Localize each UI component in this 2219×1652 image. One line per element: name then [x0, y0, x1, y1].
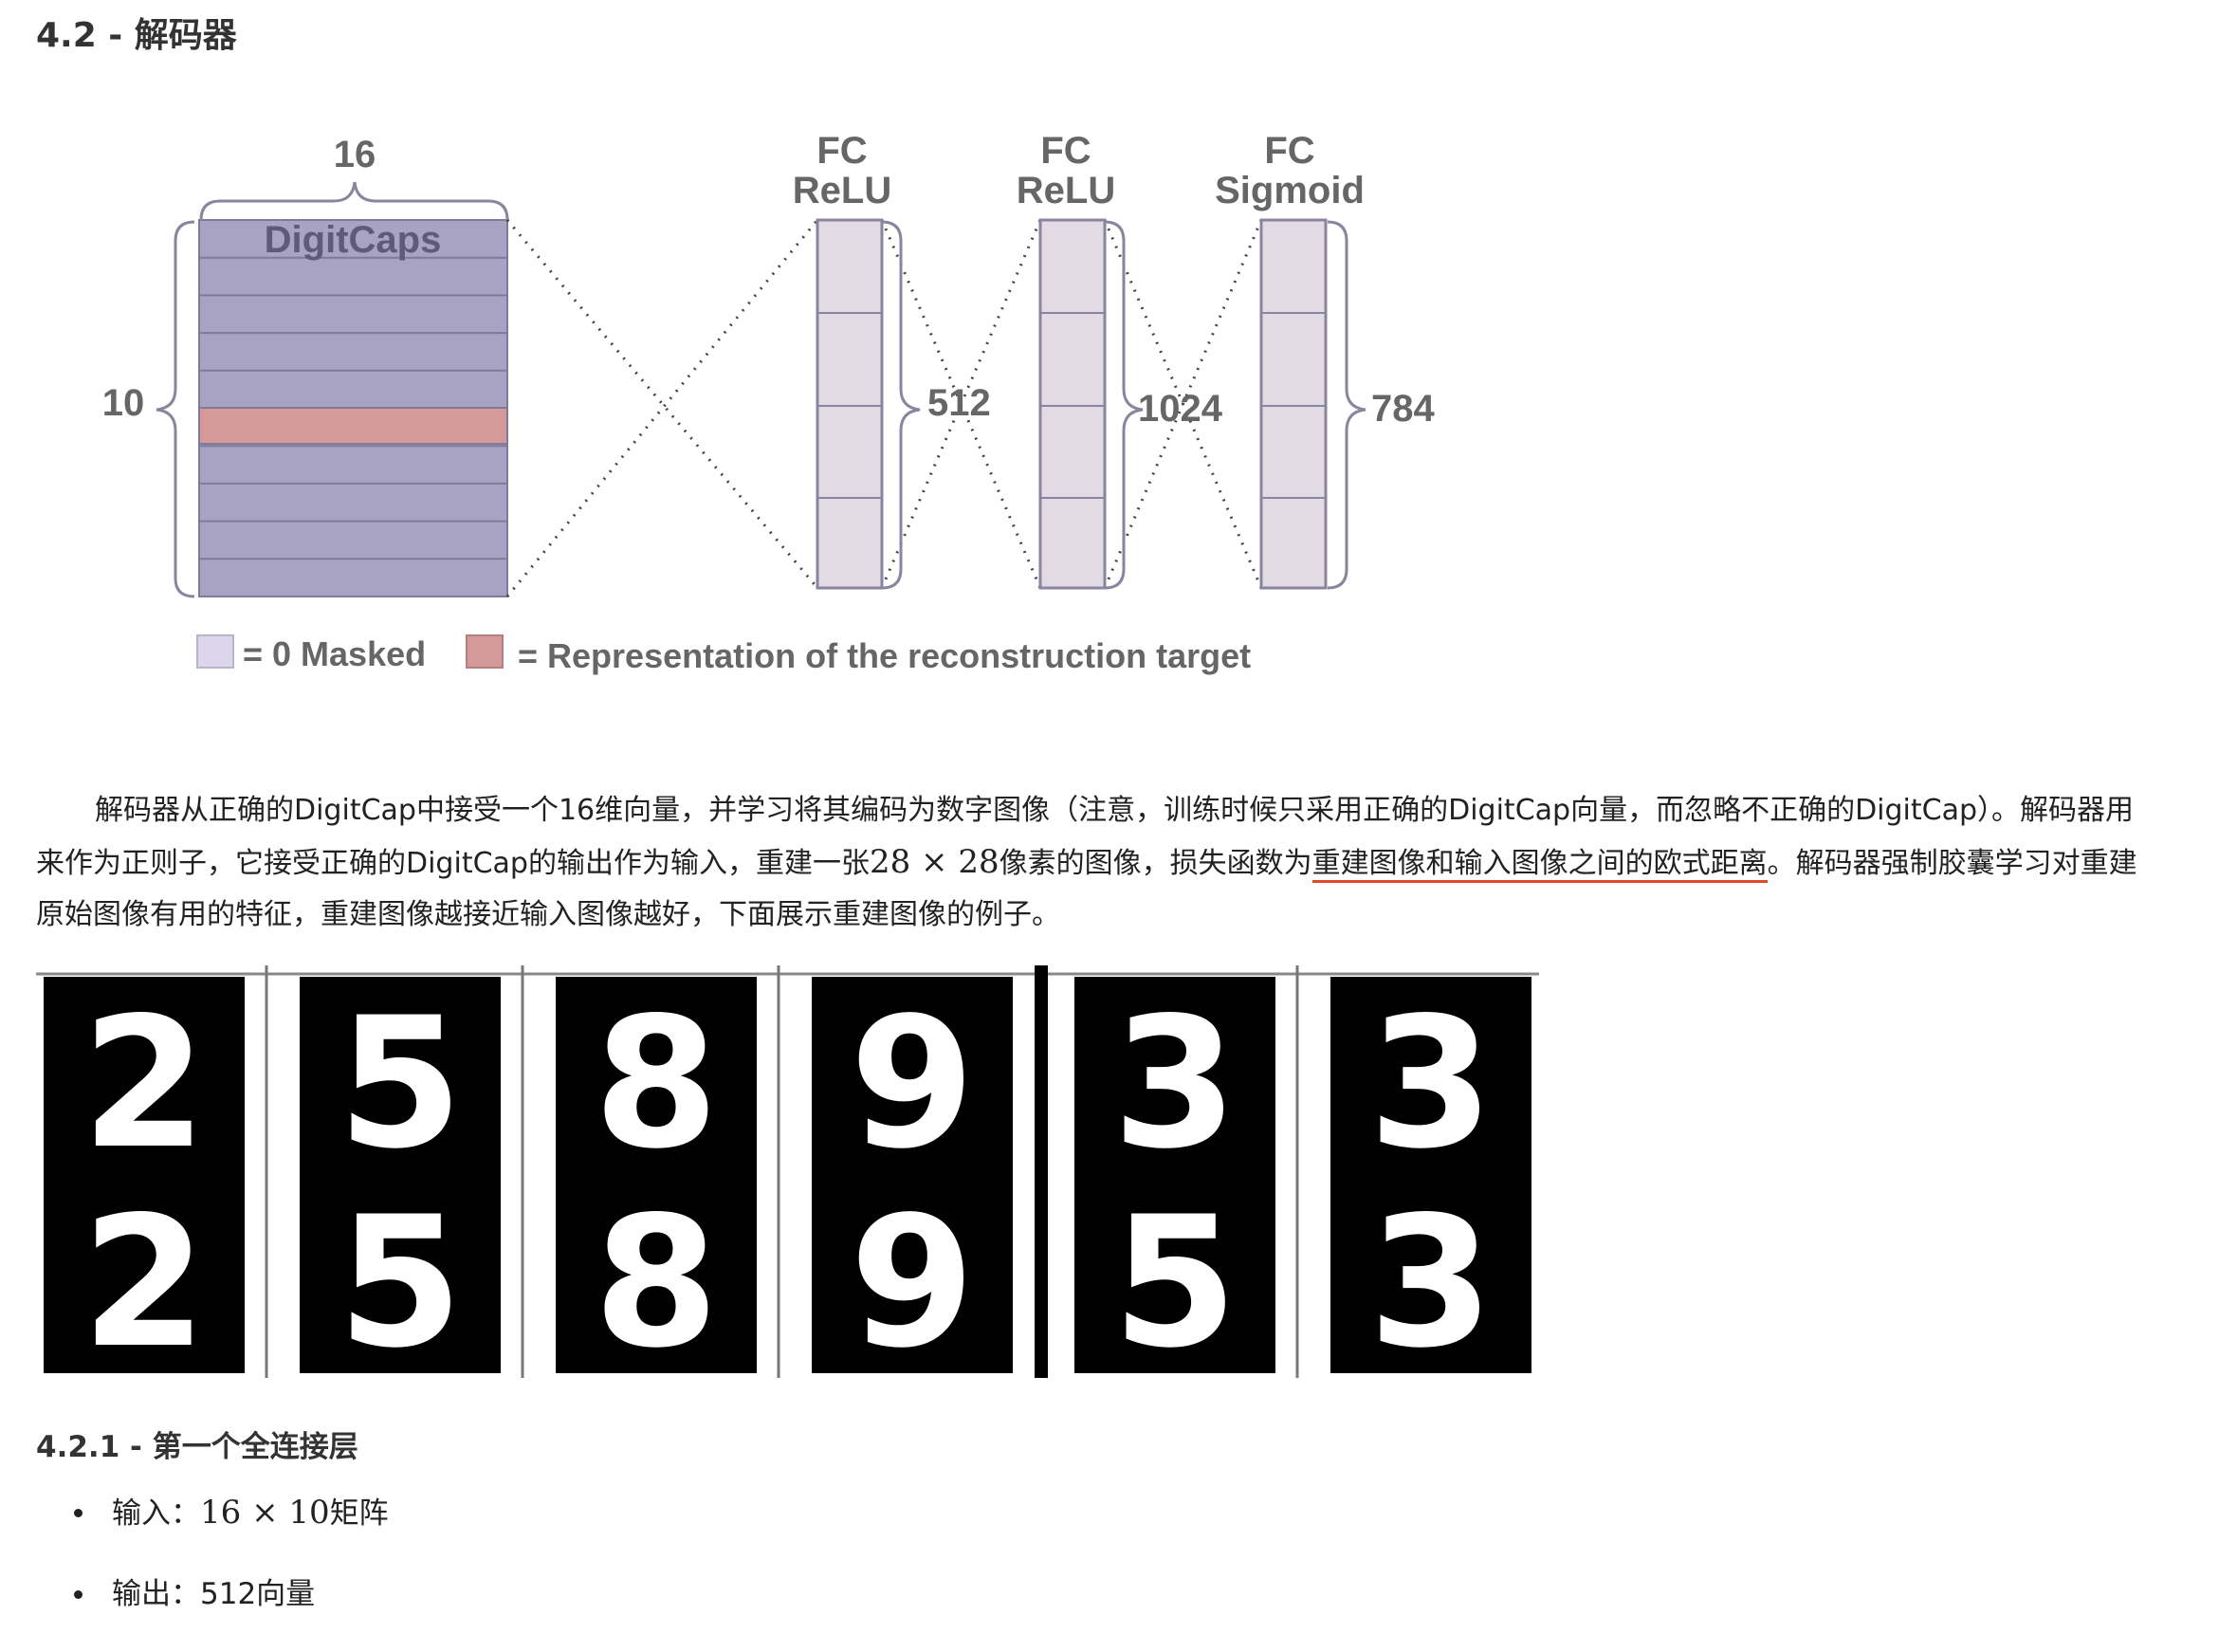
- digit-panel: 55: [300, 977, 501, 1383]
- description-paragraph: 解码器从正确的DigitCap中接受一个16维向量，并学习将其编码为数字图像（注…: [36, 785, 2160, 941]
- digit-reconstructed: 9: [850, 979, 975, 1188]
- bullet-list: 输入：16 × 10矩阵 输出：512向量: [36, 1489, 389, 1652]
- bullet-input-label: 输入：: [112, 1496, 200, 1531]
- layer3-name: FC: [1264, 130, 1314, 172]
- fc-layer-1: [816, 218, 884, 590]
- bullet-dot: [74, 1509, 83, 1517]
- bullet-output-suffix: 512向量: [200, 1577, 316, 1611]
- subsection-title: 4.2.1 - 第一个全连接层: [36, 1430, 358, 1464]
- digit-input: 3: [1368, 1178, 1494, 1383]
- decoder-diagram: DigitCaps 16 10 FC ReLU FC ReLU FC Sigmo…: [102, 130, 1436, 675]
- digit-input: 2: [82, 1178, 207, 1383]
- paragraph-underlined: 重建图像和输入图像之间的欧式距离: [1311, 847, 1768, 883]
- paragraph-part1: 解码器从正确的DigitCap中接受一个16维向量，并学习将其编码为数字图像（注…: [36, 794, 2135, 880]
- bullet-output: 输出：512向量: [36, 1570, 389, 1618]
- bullet-dot: [74, 1590, 83, 1599]
- layer3-activation: Sigmoid: [1215, 170, 1365, 211]
- connections: [505, 219, 1263, 597]
- digit-input: 9: [850, 1178, 975, 1383]
- digit-panel: 22: [44, 977, 245, 1383]
- legend-target-swatch: [466, 634, 504, 669]
- layer3-size: 784: [1371, 388, 1435, 430]
- digit-panel: 33: [1330, 977, 1531, 1383]
- digit-reconstructed: 3: [1368, 979, 1494, 1188]
- paragraph-part3: 。解码器强制胶囊学习对重建原始图像有用的特征，重建图像越接近输入图像越好，下面展…: [36, 847, 2137, 931]
- bullet-input: 输入：16 × 10矩阵: [36, 1489, 389, 1536]
- target-row: [198, 407, 508, 445]
- layer2-size: 1024: [1138, 388, 1223, 430]
- layer2-name: FC: [1040, 130, 1091, 172]
- legend: = 0 Masked = Representation of the recon…: [196, 634, 1251, 675]
- legend-masked-swatch: [196, 634, 234, 669]
- digit-reconstructed: 2: [82, 979, 207, 1188]
- digit-input: 8: [594, 1178, 719, 1383]
- layer1-activation: ReLU: [793, 170, 891, 211]
- legend-masked-label: = 0 Masked: [243, 634, 426, 673]
- digitcaps-height-label: 10: [102, 382, 145, 424]
- bullet-output-label: 输出：: [112, 1577, 200, 1611]
- bullet-input-math: 16 × 10: [200, 1494, 330, 1532]
- paragraph-math: 28 × 28: [869, 843, 999, 881]
- fc-layer-3: [1259, 218, 1328, 590]
- digit-reconstructed: 3: [1112, 979, 1238, 1188]
- digit-panel: 35: [1074, 977, 1275, 1383]
- digitcaps-label: DigitCaps: [265, 219, 442, 261]
- digit-reconstructed: 8: [594, 979, 719, 1188]
- legend-target-label: = Representation of the reconstruction t…: [518, 636, 1251, 675]
- layer2-activation: ReLU: [1017, 170, 1115, 211]
- fc-layer-2: [1038, 218, 1107, 590]
- digit-panel: 99: [812, 977, 1013, 1383]
- section-title: 4.2 - 解码器: [36, 16, 237, 55]
- digit-reconstructed: 5: [338, 979, 463, 1188]
- digit-input: 5: [1112, 1178, 1238, 1383]
- digit-panel: 88: [556, 977, 757, 1383]
- paragraph-part2: 像素的图像，损失函数为: [999, 847, 1312, 880]
- layer1-name: FC: [816, 130, 867, 172]
- layer1-size: 512: [927, 382, 991, 424]
- bullet-input-suffix: 矩阵: [329, 1496, 389, 1531]
- digit-input: 5: [338, 1178, 463, 1383]
- digitcaps-block: DigitCaps: [198, 219, 508, 597]
- digitcaps-width-label: 16: [334, 134, 376, 175]
